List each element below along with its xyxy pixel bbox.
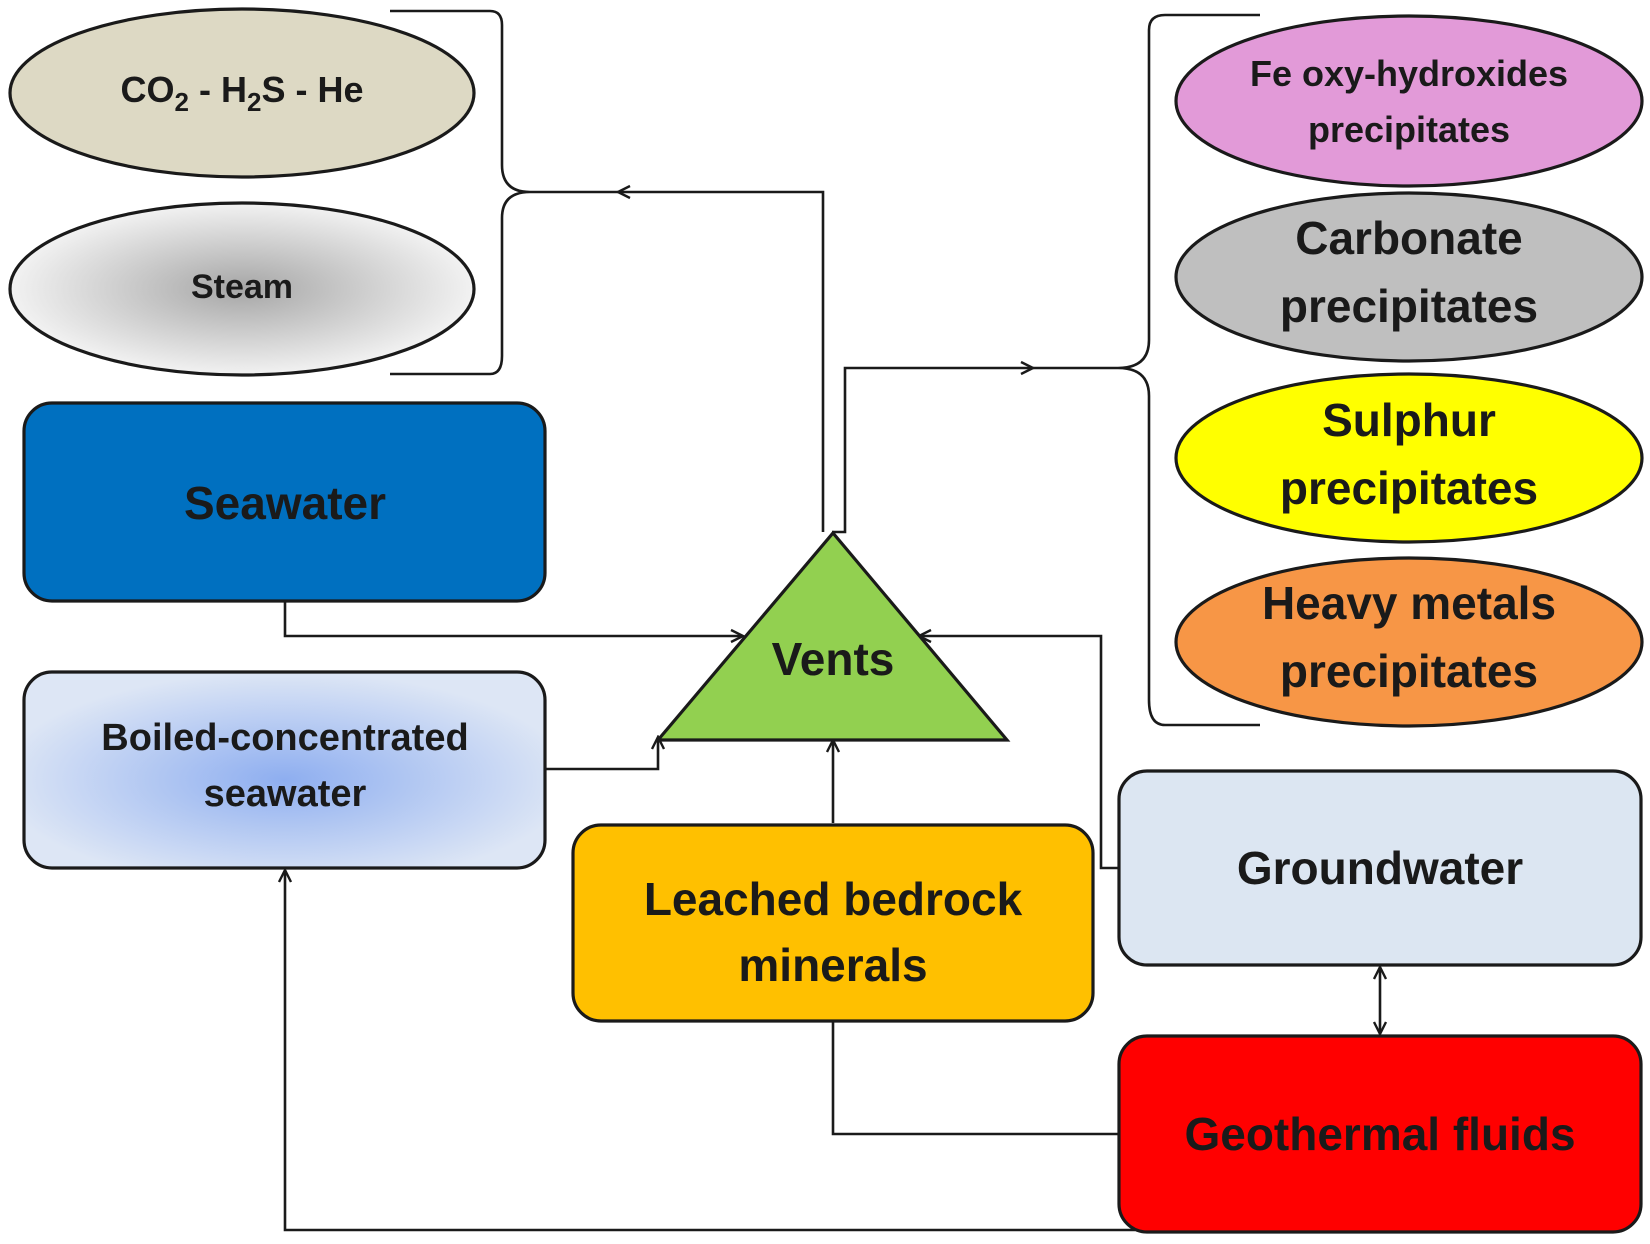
vents-node: Vents (654, 530, 1011, 742)
source-boiled-seawater: Boiled-concentrated seawater (22, 670, 547, 870)
groundwater-box (1117, 769, 1643, 967)
arrow-vents-to-gases (618, 192, 825, 532)
seawater-box (22, 401, 547, 603)
gas-subscript: 2 (175, 87, 189, 117)
steam-ellipse (8, 201, 476, 377)
leached-bedrock-box (571, 823, 1095, 1023)
precipitate-heavy-metals: Heavy metals precipitates (1174, 556, 1644, 728)
vents-triangle (654, 530, 1011, 742)
arrow-vents-to-precipitates (832, 368, 1033, 534)
arrow-boiled-to-vents (545, 737, 658, 771)
gas-label: CO2 - H2S - He (121, 69, 364, 117)
fe-label-line1: Fe oxy-hydroxides (1250, 53, 1568, 94)
gas-text-part: CO (121, 69, 175, 110)
gas-subscript: 2 (247, 87, 261, 117)
leached-label-line1: Leached bedrock (644, 873, 1023, 925)
heavy-label-line1: Heavy metals (1262, 577, 1556, 629)
carbonate-label-line1: Carbonate (1295, 212, 1522, 264)
precipitates-bracket (1033, 13, 1260, 727)
gases-bracket (390, 9, 618, 376)
groundwater-label: Groundwater (1237, 842, 1523, 894)
boiled-label-line2: seawater (204, 773, 367, 815)
gas-ellipse (8, 7, 476, 179)
carbonate-ellipse (1174, 191, 1644, 363)
precipitate-sulphur: Sulphur precipitates (1174, 372, 1644, 544)
source-leached-bedrock: Leached bedrock minerals (571, 823, 1095, 1023)
fe-label-line2: precipitates (1308, 109, 1510, 150)
boiled-seawater-box (22, 670, 547, 870)
arrow-groundwater-to-vents (919, 636, 1118, 870)
source-groundwater: Groundwater (1117, 769, 1643, 967)
leached-label-line2: minerals (738, 939, 927, 991)
arrow-geothermal-to-boiled (285, 870, 1135, 1232)
arrow-seawater-to-vents (283, 602, 743, 636)
steam-label: Steam (191, 268, 293, 306)
gas-node-co2-h2s-he: CO2 - H2S - He (8, 7, 476, 179)
sulphur-ellipse (1174, 372, 1644, 544)
source-seawater: Seawater (22, 401, 547, 603)
geothermal-label: Geothermal fluids (1184, 1108, 1575, 1160)
heavy-label-line2: precipitates (1280, 645, 1538, 697)
fe-ellipse (1174, 14, 1644, 188)
precipitate-fe: Fe oxy-hydroxides precipitates (1174, 14, 1644, 188)
vents-label: Vents (772, 633, 895, 685)
gas-node-steam: Steam (8, 201, 476, 377)
seawater-label: Seawater (184, 477, 386, 529)
carbonate-label-line2: precipitates (1280, 280, 1538, 332)
gas-text-part: S - He (261, 69, 363, 110)
line-geothermal-to-leached (831, 1022, 1118, 1136)
gas-text-part: - H (189, 69, 247, 110)
heavy-metals-ellipse (1174, 556, 1644, 728)
sulphur-label-line2: precipitates (1280, 462, 1538, 514)
source-geothermal: Geothermal fluids (1117, 1034, 1643, 1234)
boiled-label-line1: Boiled-concentrated (101, 717, 468, 759)
precipitate-carbonate: Carbonate precipitates (1174, 191, 1644, 363)
sulphur-label-line1: Sulphur (1322, 394, 1496, 446)
geothermal-box (1117, 1034, 1643, 1234)
